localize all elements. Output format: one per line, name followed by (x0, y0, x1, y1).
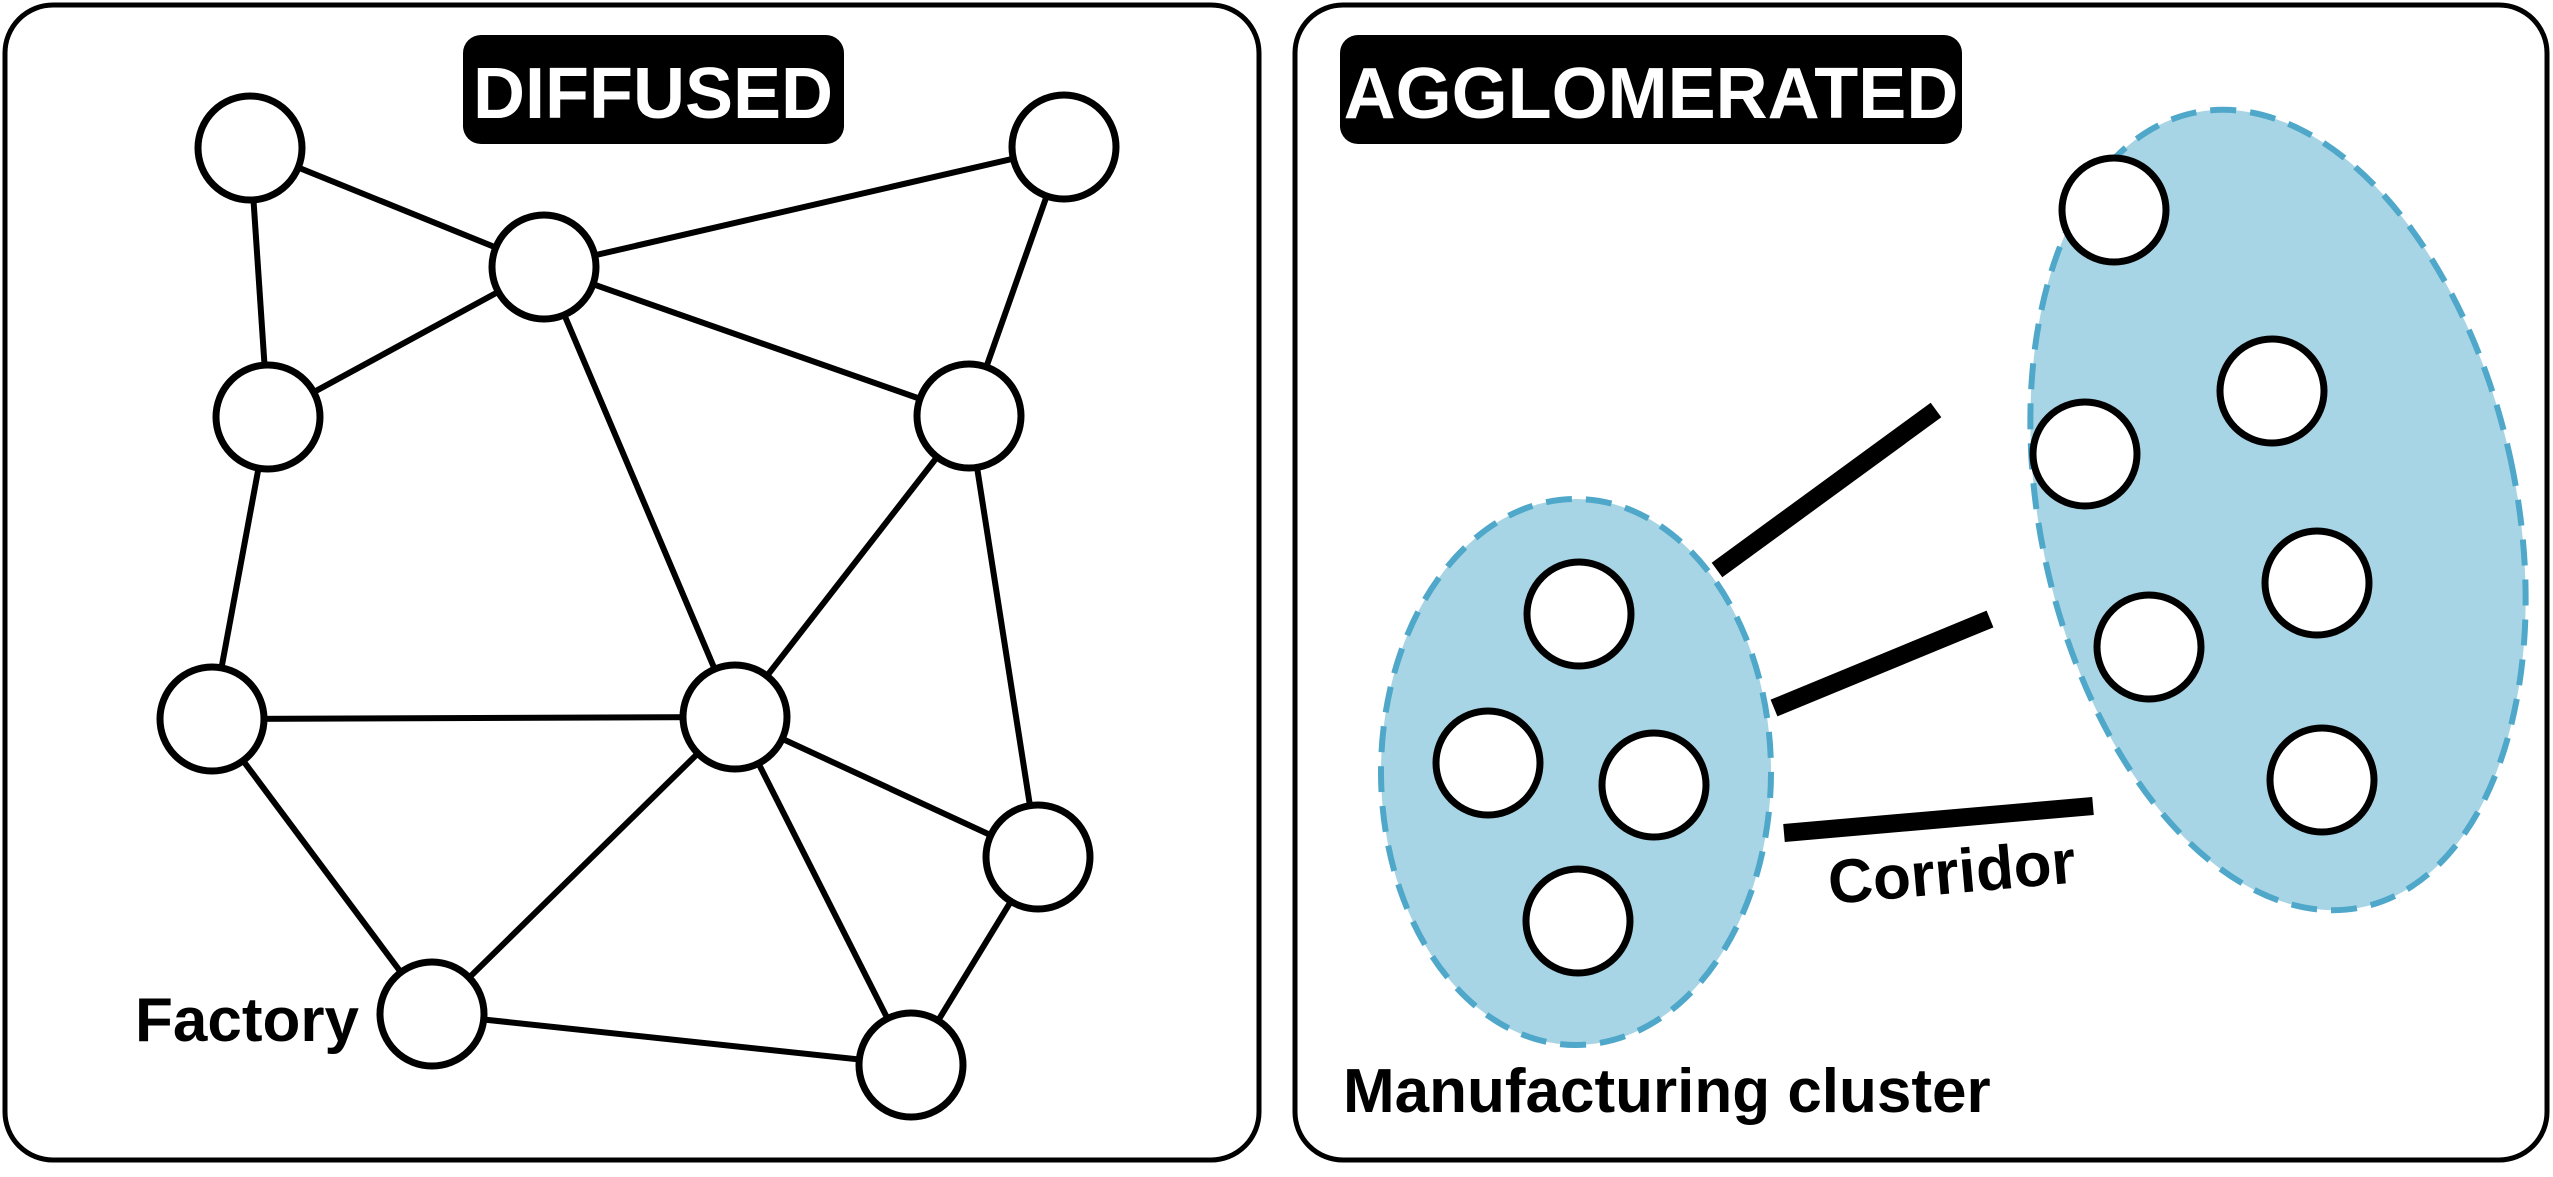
agglomerated-title: AGGLOMERATED (1344, 54, 1959, 134)
cluster-factory-node-icon (2093, 591, 2205, 703)
network-edge (732, 414, 972, 719)
network-edge (541, 265, 738, 719)
corridor-line-middle (1770, 610, 1994, 717)
manufacturing-cluster-large (2027, 106, 2529, 914)
cluster-factory-node-icon (1522, 865, 1634, 977)
diffused-panel (2, 2, 1262, 1163)
corridor-line-top (1711, 402, 1942, 578)
factory-node-icon (855, 1009, 967, 1121)
cluster-factory-node-icon (1523, 558, 1635, 670)
cluster-factory-node-icon (1598, 729, 1710, 841)
factory-node-icon (982, 801, 1094, 913)
network-edge (431, 1011, 912, 1068)
diffused-title: DIFFUSED (473, 54, 833, 134)
cluster-factory-node-icon (2216, 335, 2328, 447)
manufacturing-cluster-small (1378, 496, 1774, 1048)
factory-node-icon (194, 92, 306, 204)
cluster-factory-node-icon (2266, 724, 2378, 836)
agglomerated-title-tag (1340, 35, 1962, 144)
manufacturing-cluster-label: Manufacturing cluster (1343, 1057, 1991, 1126)
network-edge (966, 415, 1041, 858)
factory-node-icon (1008, 91, 1120, 203)
factory-node-icon (156, 663, 268, 775)
network-edge (543, 144, 1065, 270)
network-edge (543, 264, 970, 419)
network-edge (211, 714, 736, 722)
factory-node-icon (488, 211, 600, 323)
network-edge (732, 715, 914, 1067)
cluster-factory-node-icon (2029, 398, 2141, 510)
cluster-factory-node-icon (1432, 707, 1544, 819)
diffused-network-nodes (156, 91, 1120, 1121)
factory-node-icon (679, 661, 791, 773)
factory-label: Factory (135, 986, 359, 1055)
cluster-factory-nodes (1432, 154, 2378, 977)
factory-node-icon (913, 360, 1025, 472)
network-edge (429, 714, 738, 1017)
cluster-factory-node-icon (2261, 527, 2373, 639)
factory-node-icon (212, 361, 324, 473)
diffused-title-tag (463, 35, 844, 144)
corridor-line-bottom (1783, 797, 2094, 842)
factory-node-icon (376, 958, 488, 1070)
network-edge (209, 717, 435, 1016)
cluster-factory-node-icon (2058, 154, 2170, 266)
network-edge (733, 714, 1040, 860)
